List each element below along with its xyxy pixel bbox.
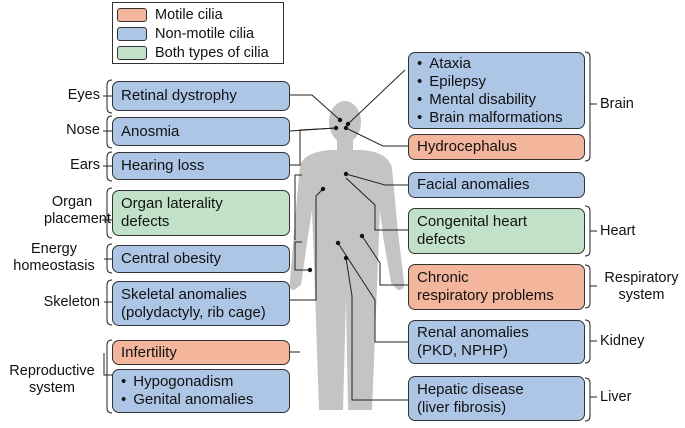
text-epilepsy: Epilepsy [417, 73, 576, 91]
label-respiratory-system: Respiratory system [599, 270, 684, 304]
text-skeletal-anomalies-line2: (polydactyly, rib cage) [121, 303, 266, 321]
legend-swatch-both [117, 46, 147, 60]
label-respiratory-system-line1: Respiratory [604, 270, 679, 286]
label-brain: Brain [600, 96, 634, 112]
text-renal-anomalies-line1: Renal anomalies [417, 324, 529, 341]
human-body-figure [289, 101, 405, 410]
box-brain-items: Ataxia Epilepsy Mental disability Brain … [408, 52, 585, 129]
box-retinal-dystrophy: Retinal dystrophy [112, 81, 290, 111]
text-renal-anomalies-line2: (PKD, NPHP) [417, 342, 508, 359]
text-hypogonadism: Hypogonadism [121, 373, 281, 391]
label-energy-homeostasis-line2: homeostasis [13, 258, 95, 274]
legend-label-both: Both types of cilia [155, 45, 269, 61]
label-skeleton: Skeleton [43, 294, 100, 310]
label-energy-homeostasis: Energy homeostasis [6, 241, 102, 275]
box-organ-laterality-defects: Organ laterality defects [112, 190, 290, 236]
text-central-obesity: Central obesity [121, 250, 222, 267]
legend-swatch-nonmotile [117, 27, 147, 41]
box-infertility: Infertility [112, 340, 290, 365]
legend: Motile cilia Non-motile cilia Both types… [112, 2, 284, 64]
text-facial-anomalies: Facial anomalies [417, 176, 530, 193]
text-organ-laterality-line1: Organ laterality [121, 195, 223, 212]
box-facial-anomalies: Facial anomalies [408, 172, 585, 198]
label-reproductive-system-line1: Reproductive [9, 363, 95, 379]
box-central-obesity: Central obesity [112, 245, 290, 273]
label-organ-placement: Organ placement [44, 194, 111, 228]
box-reproductive-anomalies: Hypogonadism Genital anomalies [112, 369, 290, 413]
box-hydrocephalus: Hydrocephalus [408, 134, 585, 160]
legend-item-motile: Motile cilia [117, 7, 223, 23]
label-organ-placement-line1: Organ [51, 194, 93, 210]
box-renal-anomalies: Renal anomalies (PKD, NPHP) [408, 320, 585, 364]
label-heart: Heart [600, 223, 636, 239]
label-reproductive-system-line2: system [29, 380, 75, 396]
legend-swatch-motile [117, 8, 147, 22]
connector-lines [102, 51, 597, 422]
label-eyes: Eyes [67, 87, 100, 103]
box-skeletal-anomalies: Skeletal anomalies (polydactyly, rib cag… [112, 281, 290, 326]
box-hepatic-disease: Hepatic disease (liver fibrosis) [408, 376, 585, 421]
text-congenital-heart-line2: defects [417, 231, 466, 248]
label-kidney: Kidney [600, 333, 645, 349]
text-organ-laterality-line2: defects [121, 213, 170, 230]
box-anosmia: Anosmia [112, 117, 290, 146]
label-liver: Liver [600, 389, 632, 405]
text-hydrocephalus: Hydrocephalus [417, 138, 518, 155]
text-hepatic-disease-line2: (liver fibrosis) [417, 398, 507, 416]
text-hearing-loss: Hearing loss [121, 157, 205, 174]
box-chronic-respiratory-problems: Chronic respiratory problems [408, 264, 585, 310]
label-respiratory-system-line2: system [618, 287, 665, 303]
label-organ-placement-line2: placement [44, 211, 111, 227]
text-hepatic-disease-line1: Hepatic disease [417, 380, 524, 398]
legend-label-motile: Motile cilia [155, 7, 223, 23]
legend-item-both: Both types of cilia [117, 45, 269, 61]
text-congenital-heart-line1: Congenital heart [417, 213, 528, 230]
label-nose: Nose [66, 122, 100, 138]
legend-item-nonmotile: Non-motile cilia [117, 26, 254, 42]
text-mental-disability: Mental disability [417, 91, 576, 109]
text-anosmia: Anosmia [121, 122, 180, 140]
box-congenital-heart-defects: Congenital heart defects [408, 208, 585, 254]
text-ataxia: Ataxia [417, 55, 576, 73]
text-chronic-respiratory-line1: Chronic [417, 269, 469, 286]
label-energy-homeostasis-line1: Energy [31, 241, 77, 257]
text-brain-malformations: Brain malformations [417, 109, 576, 127]
connection-dots [307, 117, 365, 273]
label-reproductive-system: Reproductive system [2, 363, 102, 397]
legend-label-nonmotile: Non-motile cilia [155, 26, 255, 42]
text-retinal-dystrophy: Retinal dystrophy [121, 87, 237, 104]
box-hearing-loss: Hearing loss [112, 152, 290, 180]
text-infertility: Infertility [121, 343, 177, 361]
text-chronic-respiratory-line2: respiratory problems [417, 287, 554, 304]
text-skeletal-anomalies-line1: Skeletal anomalies [121, 285, 247, 303]
label-ears: Ears [70, 157, 100, 173]
text-genital-anomalies: Genital anomalies [121, 391, 281, 409]
